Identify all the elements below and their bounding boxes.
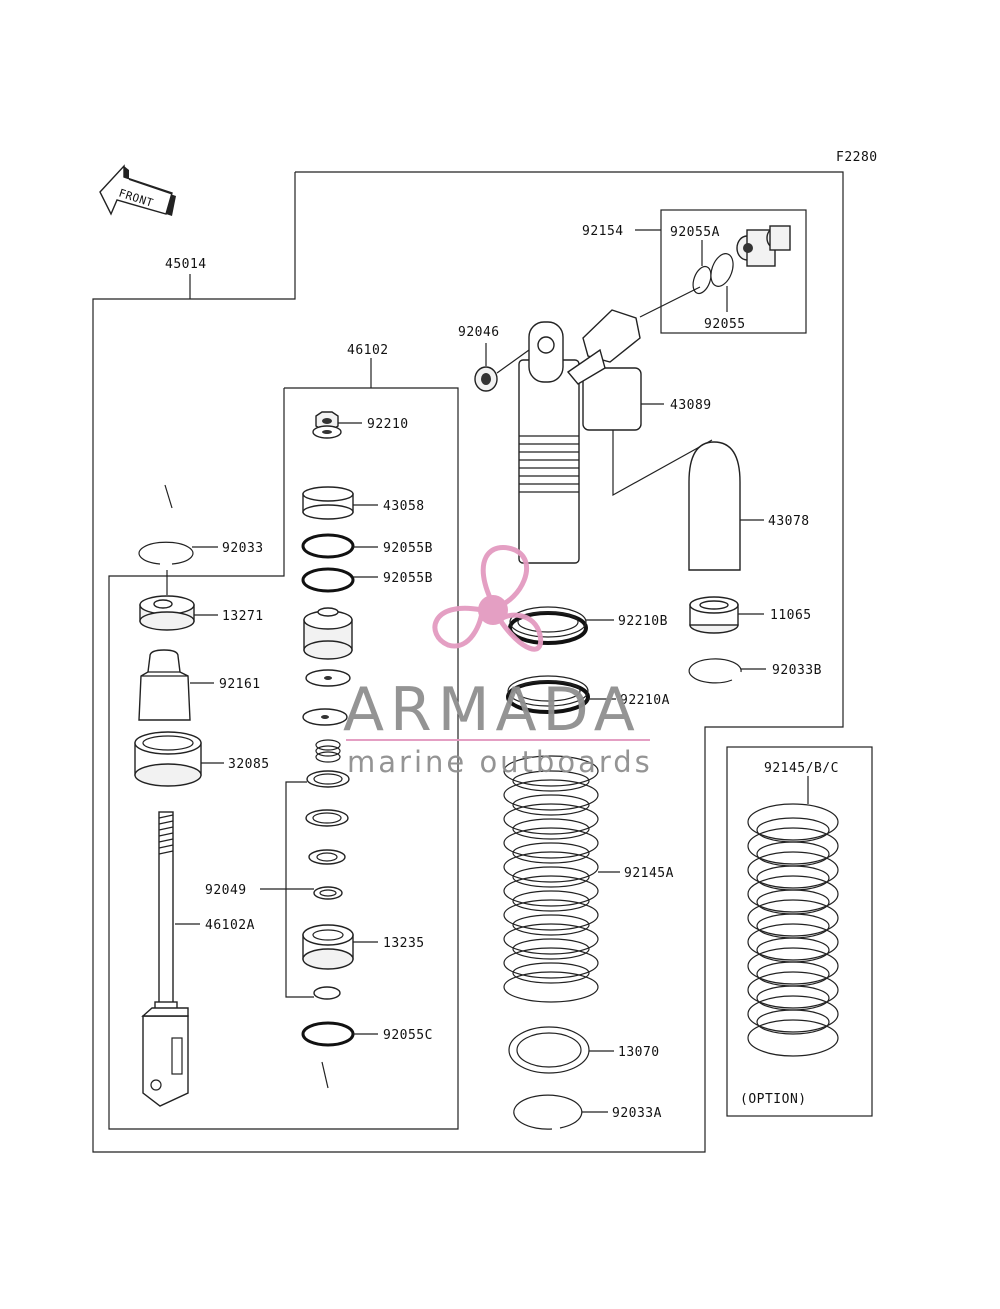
label-43078: 43078: [768, 514, 810, 529]
label-92033A: 92033A: [612, 1106, 662, 1121]
nut-92210: [315, 411, 339, 431]
propeller-logo-icon: [432, 545, 544, 652]
label-92145A: 92145A: [624, 866, 674, 881]
ring-92049: [313, 886, 343, 900]
label-92055C: 92055C: [383, 1028, 433, 1043]
figure-code: F2280: [836, 150, 878, 165]
option-box: [726, 746, 873, 1117]
label-13271: 13271: [222, 609, 264, 624]
label-13235: 13235: [383, 936, 425, 951]
label-43058: 43058: [383, 499, 425, 514]
seal-11065: [689, 596, 739, 634]
cap-32085: [134, 731, 202, 787]
label-46102A: 46102A: [205, 918, 255, 933]
adjuster-box: [660, 209, 807, 334]
label-92055B-1: 92055B: [383, 541, 433, 556]
label-92161: 92161: [219, 677, 261, 692]
label-11065: 11065: [770, 608, 812, 623]
armada-watermark: ARMADA marine outboards: [343, 545, 653, 779]
circlip-92033: [138, 541, 194, 565]
label-32085: 32085: [228, 757, 270, 772]
o-ring-92055B-1: [301, 533, 355, 559]
reservoir-cap-43078: [688, 441, 741, 571]
spring-nut-92210A: [506, 675, 590, 714]
o-ring-92055C: [301, 1021, 355, 1047]
circlip-92033A: [513, 1094, 583, 1130]
o-ring-92055A: [692, 265, 712, 295]
label-92154: 92154: [582, 224, 624, 239]
label-92033B: 92033B: [772, 663, 822, 678]
label-92210: 92210: [367, 417, 409, 432]
label-92046: 92046: [458, 325, 500, 340]
label-92055B-2: 92055B: [383, 571, 433, 586]
bump-stop-13235: [302, 924, 354, 970]
bump-rubber-92161: [138, 649, 191, 721]
adjuster-knob: [736, 225, 791, 267]
label-13070: 13070: [618, 1045, 660, 1060]
seal-head: [303, 607, 353, 660]
o-ring-92055B-2: [301, 567, 355, 593]
circlip-92033B: [688, 658, 742, 684]
o-ring-92055: [710, 253, 734, 287]
label-92145BC: 92145/B/C: [764, 761, 839, 776]
label-46102: 46102: [347, 343, 389, 358]
label-92210A: 92210A: [620, 693, 670, 708]
assembly-outline-45014: [92, 171, 844, 1153]
spring-92145-option: [747, 803, 839, 1057]
spring-nut-92210B: [508, 606, 588, 645]
label-45014: 45014: [165, 257, 207, 272]
label-option: (OPTION): [740, 1092, 807, 1107]
watermark-brand: ARMADA: [343, 675, 641, 745]
ring-3: [308, 849, 346, 865]
bushing-43058: [302, 486, 354, 520]
ring-4: [313, 986, 341, 1000]
label-92055A: 92055A: [670, 225, 720, 240]
piston-rod-46102A: [141, 811, 189, 1107]
seal-13271: [139, 595, 195, 631]
label-92055: 92055: [704, 317, 746, 332]
label-92033: 92033: [222, 541, 264, 556]
label-43089: 43089: [670, 398, 712, 413]
shock-body-43089: [518, 309, 642, 564]
spring-seat-13070: [508, 1026, 590, 1074]
label-92049: 92049: [205, 883, 247, 898]
assembly-outline-46102: [108, 387, 459, 1130]
ring-2: [305, 809, 349, 827]
label-92210B: 92210B: [618, 614, 668, 629]
small-spring: [315, 739, 341, 763]
washer-top: [312, 425, 342, 439]
spring-92145A: [503, 755, 599, 1003]
ring-1: [306, 770, 350, 788]
front-arrow-icon: FRONT: [99, 164, 176, 216]
watermark-tagline: marine outboards: [347, 745, 653, 779]
